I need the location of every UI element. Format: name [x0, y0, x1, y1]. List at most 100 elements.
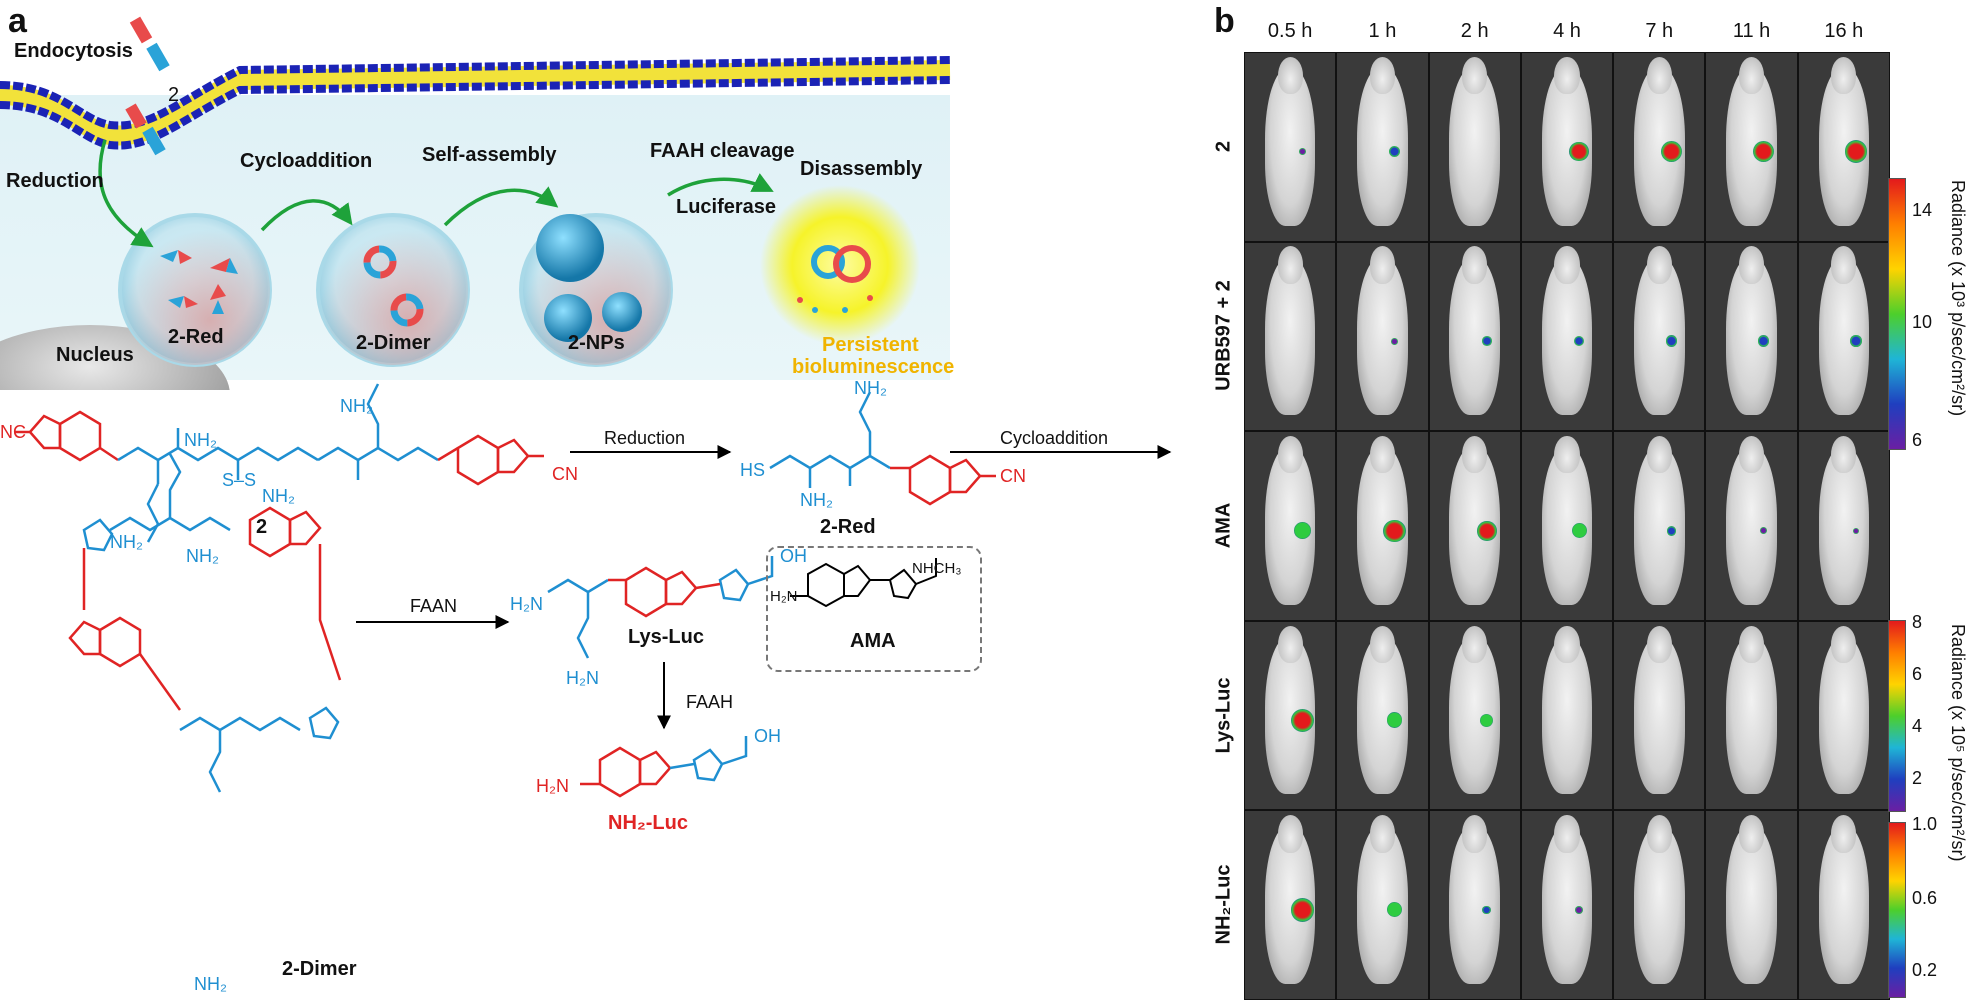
mouse-head	[1462, 246, 1488, 284]
label-2-dimer: 2-Dimer	[356, 332, 431, 354]
mouse-image	[1613, 810, 1706, 1000]
signal-spot	[1571, 523, 1587, 539]
mouse-image	[1705, 810, 1798, 1000]
signal-spot	[1298, 148, 1306, 156]
signal-spot	[1666, 525, 1677, 536]
scheme-cn-red: CN	[1000, 466, 1026, 486]
time-label-6: 16 h	[1824, 20, 1864, 42]
mouse-head	[1369, 815, 1396, 853]
colorbar-middle	[1888, 620, 1906, 812]
mouse-head	[1277, 815, 1303, 853]
label-self-assembly: Self-assembly	[422, 144, 557, 166]
mouse-head	[1831, 815, 1857, 853]
scheme-nc-left: NC	[0, 422, 26, 442]
mouse-body	[1634, 636, 1685, 795]
scheme-nh2-bottom: NH₂	[110, 532, 143, 552]
arrow-label-faan: FAAN	[410, 596, 458, 616]
label-2-red: 2-Red	[168, 326, 224, 348]
signal-spot	[1852, 527, 1860, 534]
mouse-image	[1244, 431, 1337, 621]
mouse-image	[1797, 431, 1890, 621]
cbar1-tick-0: 14	[1912, 200, 1933, 220]
time-label-5: 11 h	[1732, 20, 1771, 42]
label-cycloaddition: Cycloaddition	[240, 150, 373, 172]
cbar1-tick-2: 6	[1912, 430, 1923, 450]
scheme-h2n-nh2luc: H₂N	[536, 776, 569, 796]
scheme-nh2-red-a: NH₂	[800, 490, 833, 510]
mouse-body	[1264, 68, 1316, 226]
label-probe-number: 2	[168, 84, 180, 106]
mouse-image	[1705, 431, 1798, 621]
mouse-head	[1831, 625, 1857, 664]
cell-illustration	[0, 16, 951, 390]
scheme-nh2-b: NH₂	[262, 486, 295, 506]
mouse-image	[1428, 810, 1521, 1000]
mouse-body	[1726, 636, 1777, 795]
signal-spot	[1844, 140, 1867, 163]
scheme-oh-lys: OH	[780, 546, 807, 566]
cbar3-tick-1: 0.6	[1912, 888, 1938, 908]
signal-spot	[1569, 141, 1589, 162]
mouse-image	[1336, 620, 1429, 811]
mouse-image	[1705, 620, 1798, 811]
cbar1-tick-1: 10	[1912, 312, 1933, 332]
mouse-image	[1428, 52, 1521, 242]
colorbar-bottom	[1888, 822, 1906, 998]
cbar2-tick-3: 2	[1912, 768, 1923, 788]
label-endocytosis: Endocytosis	[14, 40, 133, 62]
signal-spot	[1752, 140, 1775, 163]
label-disassembly: Disassembly	[800, 158, 923, 180]
mouse-image	[1613, 241, 1706, 432]
scheme-ss: S–S	[222, 470, 257, 490]
mouse-image	[1244, 810, 1337, 1000]
label-compound-2red: 2-Red	[820, 516, 876, 538]
mouse-image	[1520, 810, 1614, 1000]
signal-spot	[1290, 898, 1314, 922]
mouse-image	[1705, 52, 1798, 242]
arrow-label-reduction: Reduction	[604, 428, 686, 448]
signal-spot	[1480, 713, 1494, 727]
signal-spot	[1760, 527, 1768, 535]
mouse-head	[1646, 435, 1672, 474]
scheme-nh2-a: NH₂	[184, 430, 217, 450]
signal-spot	[1391, 337, 1398, 345]
row-label-3: Lys-Luc	[1212, 677, 1235, 754]
mouse-image	[1336, 52, 1429, 242]
signal-spot	[1293, 522, 1311, 540]
signal-spot	[1757, 335, 1770, 347]
mouse-head	[1554, 435, 1580, 474]
signal-spot	[1383, 519, 1406, 542]
ama-box	[766, 546, 982, 672]
scheme-nh2-top: NH₂	[340, 396, 373, 416]
mouse-head	[1462, 435, 1488, 474]
label-nucleus: Nucleus	[56, 344, 134, 366]
colorbar-top	[1888, 178, 1906, 450]
mouse-head	[1462, 815, 1488, 853]
mouse-head	[1738, 56, 1765, 95]
mouse-image	[1336, 431, 1429, 621]
row-label-1: URB597 + 2	[1212, 280, 1235, 392]
row-label-2: AMA	[1212, 502, 1235, 549]
scheme-hs: HS	[740, 460, 766, 480]
label-nh2-luc: NH₂-Luc	[608, 812, 688, 834]
mouse-head	[1277, 435, 1303, 474]
mouse-body	[1449, 68, 1500, 226]
signal-spot	[1573, 335, 1585, 347]
scheme-nh2-dimer-top: NH₂	[186, 546, 219, 566]
label-2-nps: 2-NPs	[568, 332, 625, 354]
scheme-nhch3: NHCH₃	[912, 560, 962, 577]
mouse-image	[1336, 810, 1429, 1000]
chemical-scheme	[14, 383, 1172, 798]
mouse-head	[1738, 815, 1765, 853]
cbar2-tick-2: 4	[1912, 716, 1923, 736]
signal-spot	[1388, 145, 1401, 158]
panel-b-letter: b	[1214, 2, 1235, 40]
bioluminescence-image-grid	[1244, 52, 1890, 1000]
signal-spot	[1575, 906, 1583, 914]
row-label-0: 2	[1212, 140, 1235, 152]
cbar2-tick-0: 8	[1912, 612, 1923, 632]
cbar2-tick-1: 6	[1912, 664, 1923, 684]
arrow-label-cycloaddition: Cycloaddition	[1000, 428, 1109, 448]
mouse-head	[1462, 625, 1488, 664]
mouse-head	[1277, 56, 1303, 95]
